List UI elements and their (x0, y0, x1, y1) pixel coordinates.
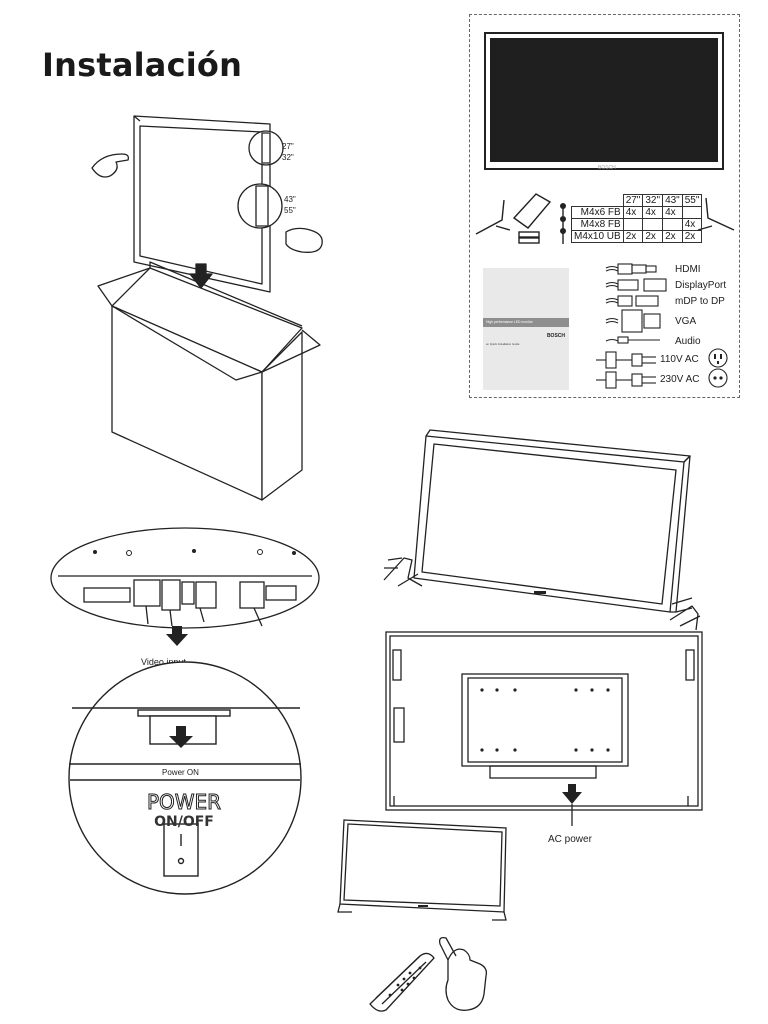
quick-guide-booklet: High performance LED monitor BOSCH en Qu… (483, 268, 569, 390)
screw-table-cell: 2x (642, 230, 664, 243)
size-label-43: 43" (284, 195, 296, 204)
cable-label-hdmi: HDMI (675, 264, 701, 275)
size-label-55: 55" (284, 206, 296, 215)
tv-brand-mark: BOSCH (598, 165, 616, 171)
screw-table-cell: 2x (681, 230, 703, 243)
power-onoff: ON/OFF (154, 814, 214, 830)
power-word: POWER (146, 790, 222, 815)
cable-label-230v: 230V AC (660, 374, 700, 385)
size-label-27: 27" (282, 142, 294, 151)
cable-label-vga: VGA (675, 316, 697, 327)
cable-label-audio: Audio (675, 336, 701, 347)
booklet-brand: BOSCH (546, 333, 565, 339)
screw-size-table: 27" 32" 43" 55" M4x6 FB 4x 4x 4x M4x8 FB… (571, 194, 703, 243)
cable-label-110v: 110V AC (660, 354, 699, 365)
booklet-subtitle: en Quick Installation Guide (486, 342, 520, 346)
size-label-32: 32" (282, 153, 294, 162)
screw-table-row-label: M4x10 UB (571, 230, 624, 243)
cable-label-displayport: DisplayPort (675, 280, 727, 291)
video-input-label: Video input (141, 657, 186, 667)
power-on-label: Power ON (162, 768, 199, 777)
page-title: Instalación (42, 46, 243, 84)
package-contents-panel (469, 14, 740, 398)
cable-label-mdp: mDP to DP (675, 296, 725, 307)
booklet-band: High performance LED monitor (483, 318, 569, 327)
ac-power-label: AC power (548, 834, 592, 845)
